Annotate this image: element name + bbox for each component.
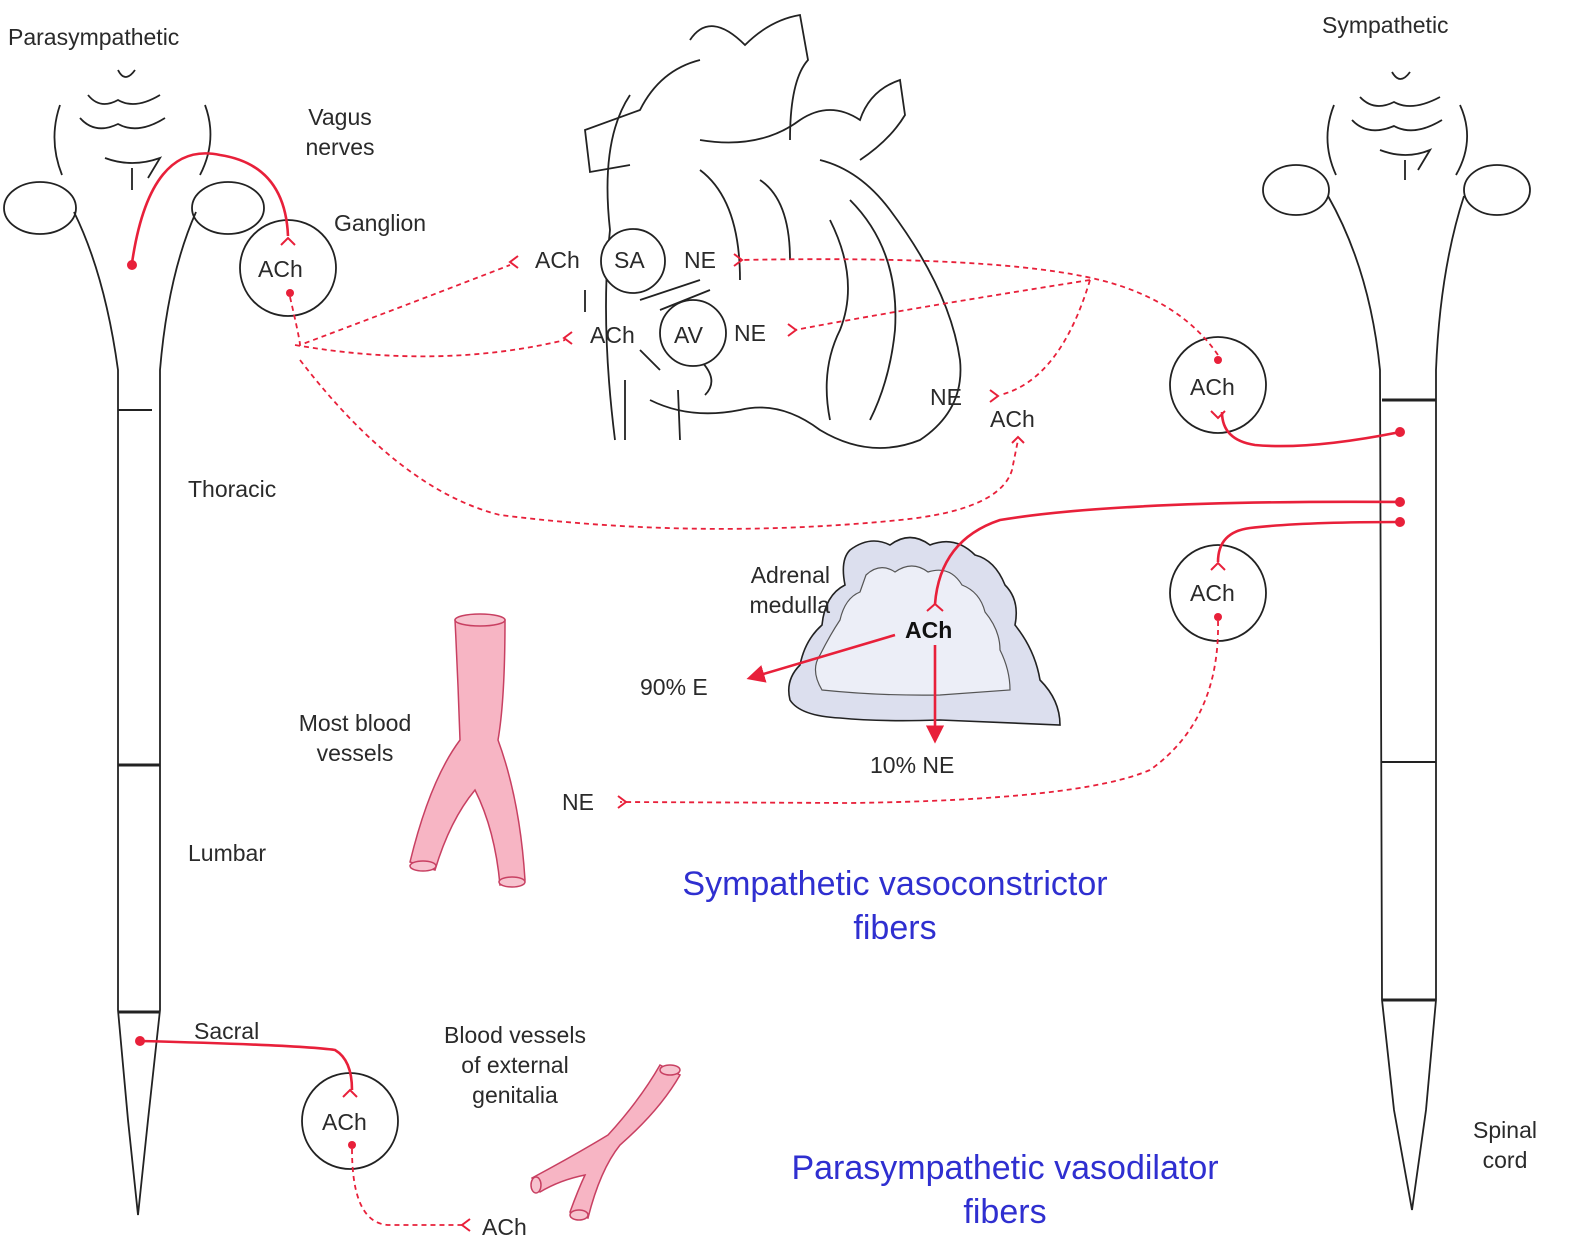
sympathetic-caption: Sympathetic vasoconstrictor fibers — [600, 862, 1190, 950]
ach-sa: ACh — [535, 245, 580, 275]
ach-adrenal: ACh — [905, 615, 952, 645]
vagus-label-line2: nerves — [290, 132, 390, 162]
synapse-forks — [281, 238, 1225, 1097]
parasympathetic-caption-line1: Parasympathetic vasodilator — [710, 1146, 1300, 1190]
vagus-label: Vagus nerves — [290, 102, 390, 162]
ach-ventricle: ACh — [990, 404, 1035, 434]
most-vessels-line2: vessels — [265, 738, 445, 768]
ach-vagus-ganglion: ACh — [258, 254, 303, 284]
ne-sa: NE — [684, 245, 716, 275]
parasympathetic-caption-line2: fibers — [710, 1190, 1300, 1234]
sa-node-label: SA — [614, 245, 645, 275]
spinal-cord-label: Spinal cord — [1450, 1115, 1560, 1175]
ne-ventricle: NE — [930, 382, 962, 412]
ganglion-label: Ganglion — [334, 208, 426, 238]
ganglion-circles — [240, 220, 1266, 1169]
ach-av: ACh — [590, 320, 635, 350]
genitalia-vessels-label: Blood vessels of external genitalia — [415, 1020, 615, 1110]
vagus-label-line1: Vagus — [290, 102, 390, 132]
adrenal-label-line2: medulla — [710, 590, 830, 620]
ne-blood-vessels: NE — [562, 787, 594, 817]
spinal-line2: cord — [1450, 1145, 1560, 1175]
sympathetic-caption-line1: Sympathetic vasoconstrictor — [600, 862, 1190, 906]
parasympathetic-heading: Parasympathetic — [8, 22, 179, 52]
thoracic-label: Thoracic — [188, 474, 276, 504]
sacral-label: Sacral — [194, 1016, 259, 1046]
right-cord-segment-lines — [1382, 400, 1436, 1000]
genitalia-line3: genitalia — [415, 1080, 615, 1110]
adrenal-label-line1: Adrenal — [710, 560, 830, 590]
adrenal-medulla-label: Adrenal medulla — [710, 560, 830, 620]
ne-10-label: 10% NE — [870, 750, 954, 780]
genitalia-line2: of external — [415, 1050, 615, 1080]
ne-av: NE — [734, 318, 766, 348]
lumbar-label: Lumbar — [188, 838, 266, 868]
ach-sympathetic-ganglion-2: ACh — [1190, 578, 1235, 608]
ach-sacral-ganglion: ACh — [322, 1107, 367, 1137]
epinephrine-90-label: 90% E — [640, 672, 708, 702]
sympathetic-heading: Sympathetic — [1322, 10, 1449, 40]
parasympathetic-caption: Parasympathetic vasodilator fibers — [710, 1146, 1300, 1234]
most-vessels-line1: Most blood — [265, 708, 445, 738]
right-spinal-cord — [1263, 72, 1530, 1210]
spinal-line1: Spinal — [1450, 1115, 1560, 1145]
sympathetic-caption-line2: fibers — [600, 906, 1190, 950]
left-cord-segment-lines — [118, 410, 160, 1012]
ach-genitalia: ACh — [482, 1212, 527, 1242]
genitalia-line1: Blood vessels — [415, 1020, 615, 1050]
most-blood-vessels-label: Most blood vessels — [265, 708, 445, 768]
ach-sympathetic-ganglion-1: ACh — [1190, 372, 1235, 402]
av-node-label: AV — [674, 320, 703, 350]
